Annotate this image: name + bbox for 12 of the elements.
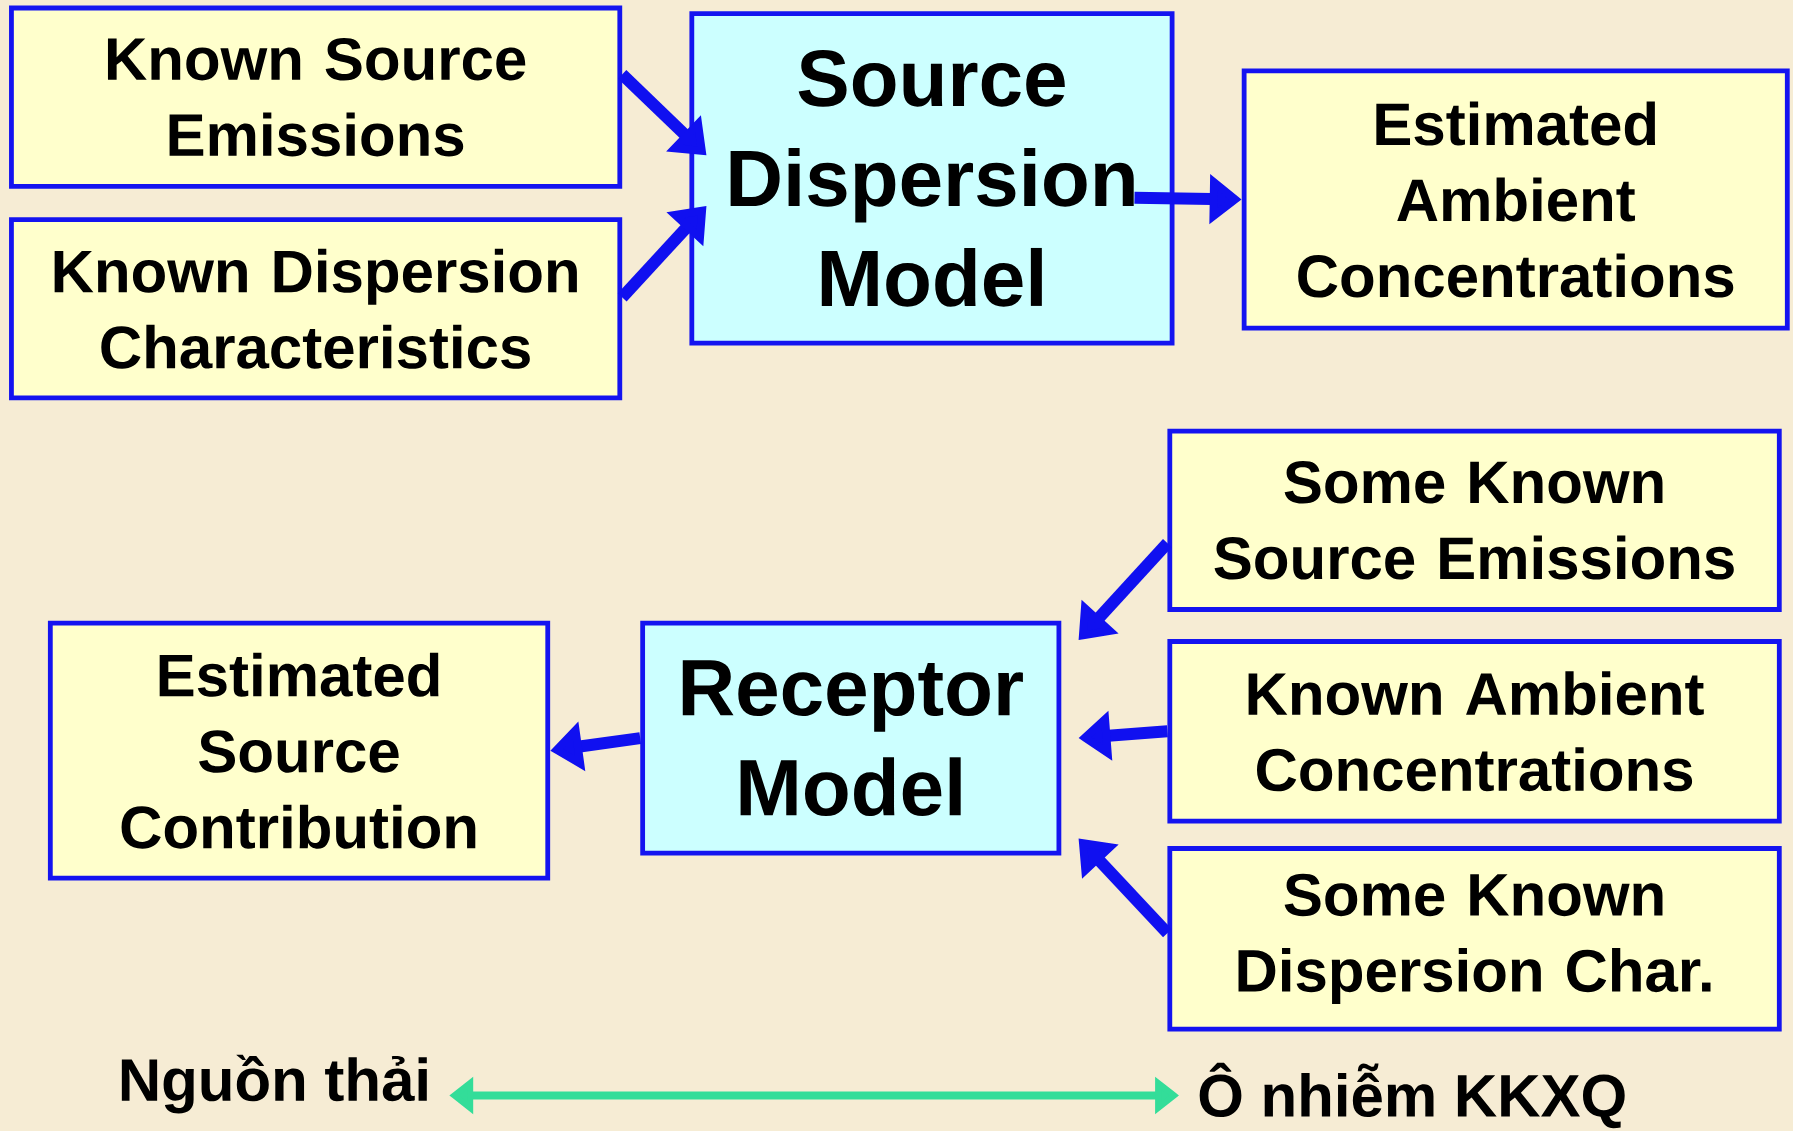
model-box: Source Dispersion Model: [689, 11, 1175, 346]
arrow: [617, 206, 707, 302]
input-box: Some Known Source Emissions: [1167, 428, 1782, 612]
input-box: Some Known Dispersion Char.: [1167, 846, 1782, 1032]
caption-text: Nguồn thải: [121, 1054, 427, 1114]
input-box: Estimated Source Contribution: [47, 620, 551, 881]
input-box: Estimated Ambient Concentrations: [1241, 68, 1790, 331]
input-box: Known Ambient Concentrations: [1167, 639, 1782, 824]
model-box: Receptor Model: [640, 620, 1062, 856]
caption-text: Ô nhiễm KKXQ: [1199, 1062, 1625, 1129]
input-box: Known Dispersion Characteristics: [9, 217, 623, 401]
input-box: Known Source Emissions: [9, 5, 623, 189]
